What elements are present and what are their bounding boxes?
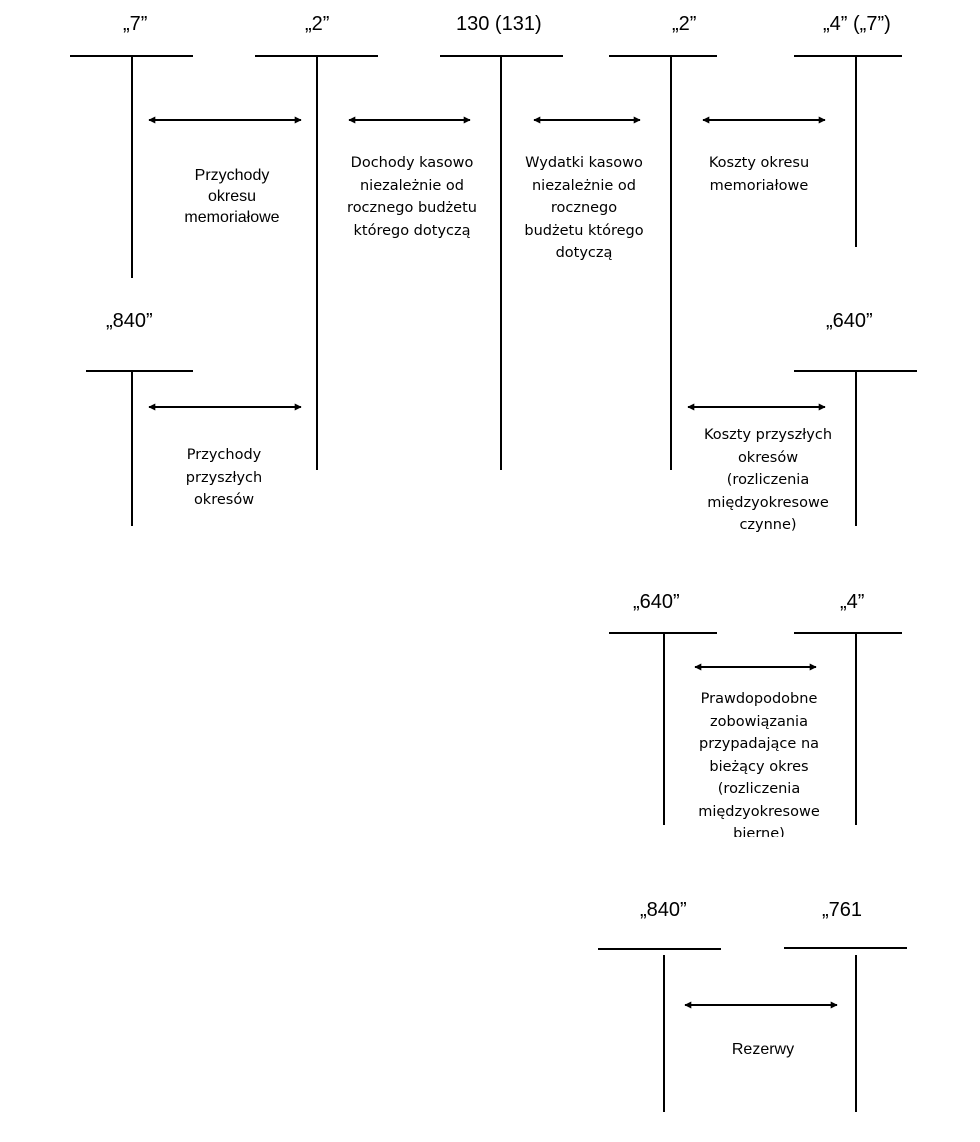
t-account-640-top bbox=[794, 370, 917, 526]
account-label: „4” bbox=[840, 591, 865, 613]
t-account-2-right bbox=[609, 55, 717, 470]
flow-label: Prawdopodobne zobowiązania przypadające … bbox=[698, 691, 820, 837]
flow-label: Koszty okresu memoriałowe bbox=[708, 155, 810, 194]
flow-label: Dochody kasowo niezależnie od rocznego b… bbox=[347, 155, 477, 239]
account-label: „640” bbox=[826, 310, 873, 332]
flow-label: Przychody okresu memoriałowe bbox=[184, 167, 280, 226]
flow-label: Rezerwy bbox=[731, 1041, 795, 1058]
flow-label: Koszty przyszłych okresów (rozliczenia m… bbox=[703, 427, 833, 533]
account-label: „840” bbox=[106, 310, 153, 332]
account-label: „640” bbox=[633, 591, 680, 613]
account-label: „7” bbox=[123, 13, 148, 35]
t-account-640-bottom bbox=[609, 632, 717, 825]
account-label: „2” bbox=[305, 13, 330, 35]
account-label: „840” bbox=[640, 899, 687, 921]
t-account-4-7 bbox=[794, 55, 902, 247]
t-account-840-top bbox=[86, 370, 193, 526]
t-account-130 bbox=[440, 55, 563, 470]
account-label: 130 (131) bbox=[456, 13, 542, 35]
t-account-7 bbox=[70, 55, 193, 278]
t-account-2-left bbox=[255, 55, 378, 470]
flow-label: Przychody przyszłych okresów bbox=[185, 447, 263, 508]
t-account-761 bbox=[784, 947, 907, 1112]
account-label: „2” bbox=[672, 13, 697, 35]
account-label: „761 bbox=[822, 899, 863, 921]
t-account-840-bottom bbox=[598, 948, 721, 1112]
flow-label: Wydatki kasowo niezależnie od rocznego b… bbox=[524, 155, 644, 261]
account-label: „4” („7”) bbox=[823, 13, 891, 35]
t-account-4-bottom bbox=[794, 632, 902, 825]
